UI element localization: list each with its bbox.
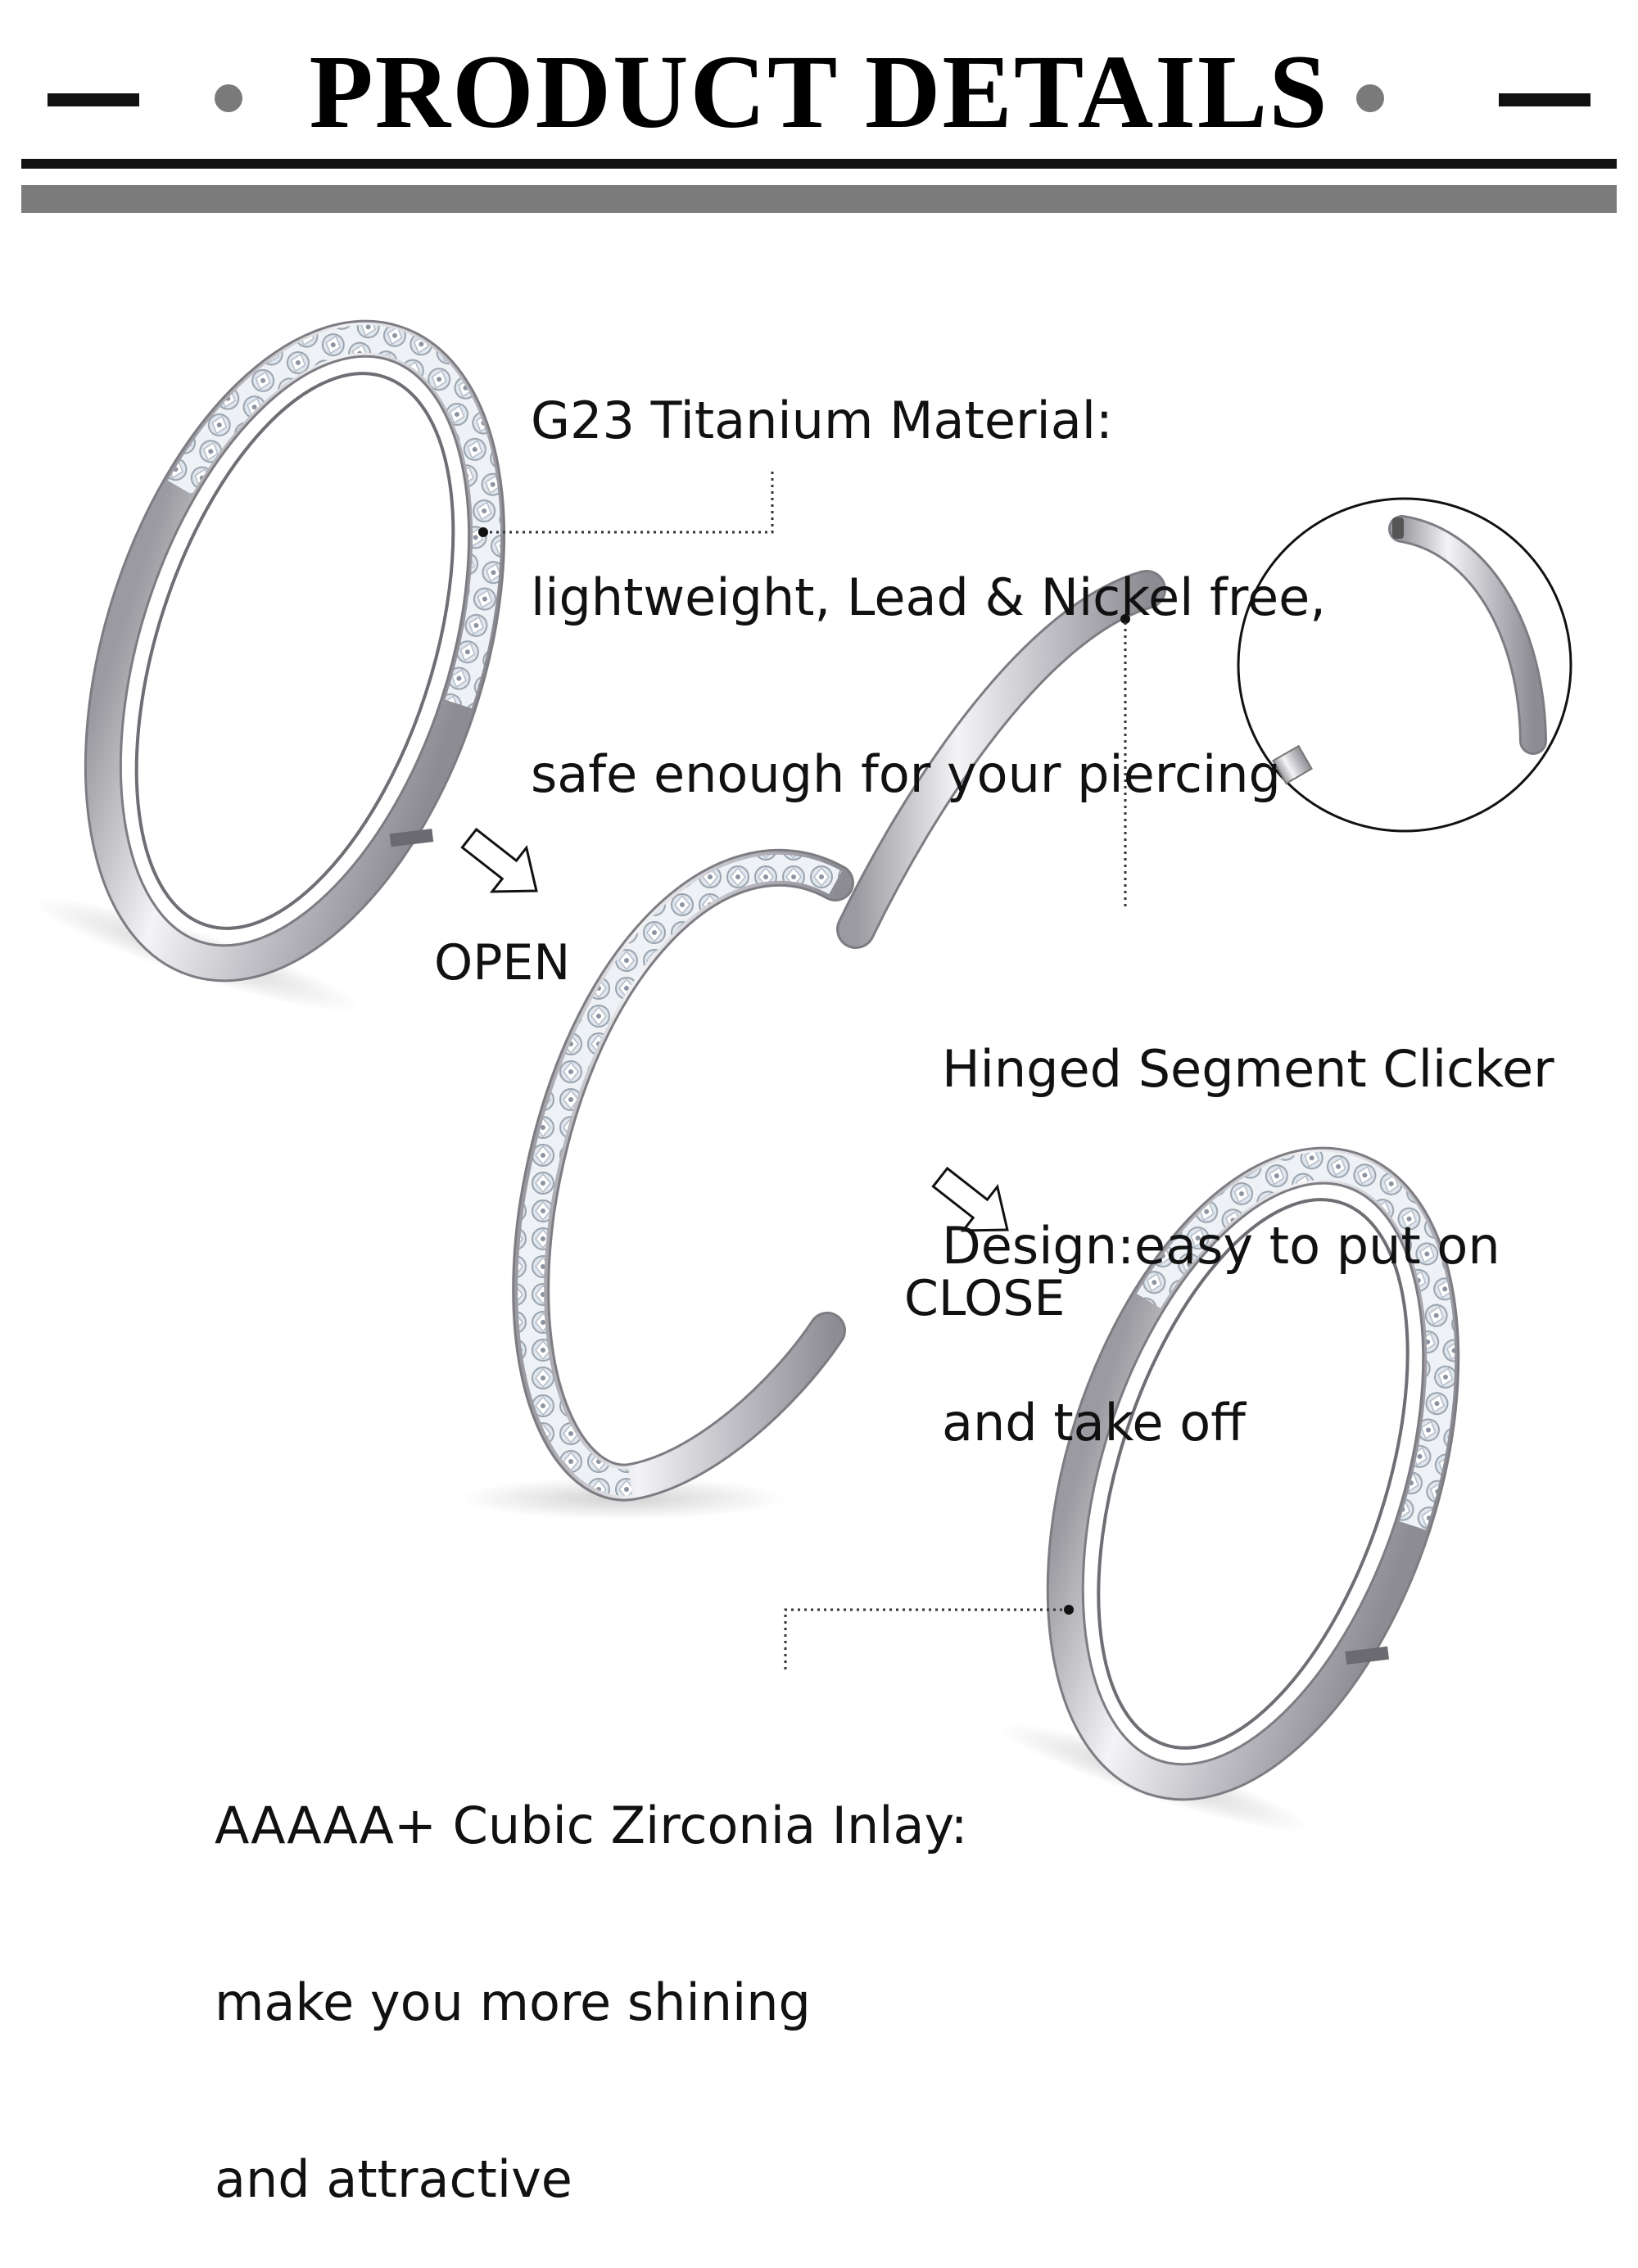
feature-hinge-line1: Hinged Segment Clicker bbox=[942, 1039, 1554, 1099]
ring-open-center bbox=[459, 570, 1166, 1520]
feature-titanium-line3: safe enough for your piercing bbox=[531, 744, 1281, 804]
feature-hinge: Hinged Segment Clicker Design:easy to pu… bbox=[942, 922, 1554, 1511]
header-rule-gray bbox=[21, 185, 1617, 213]
feature-titanium-line2: lightweight, Lead & Nickel free, bbox=[531, 567, 1326, 627]
header-dash-left bbox=[48, 93, 139, 106]
page-title: PRODUCT DETAILS bbox=[309, 34, 1329, 150]
arrow-icon bbox=[931, 1166, 1009, 1232]
feature-zirconia: AAAAA+ Cubic Zirconia Inlay: make you mo… bbox=[215, 1678, 968, 2268]
feature-zirconia-line3: and attractive bbox=[215, 2149, 572, 2209]
header-dash-right bbox=[1499, 93, 1590, 106]
feature-zirconia-line2: make you more shining bbox=[215, 1972, 811, 2032]
product-illustration bbox=[32, 319, 1572, 1832]
header-dot-right bbox=[1356, 84, 1384, 112]
callout-lines bbox=[483, 468, 1127, 1670]
arrow-icon bbox=[460, 827, 538, 893]
header-rule-dark bbox=[21, 159, 1617, 169]
feature-titanium-line1: G23 Titanium Material: bbox=[531, 391, 1113, 450]
ring-closed-bottom bbox=[998, 1146, 1460, 1832]
feature-zirconia-line1: AAAAA+ Cubic Zirconia Inlay: bbox=[215, 1796, 968, 1855]
feature-hinge-line3: and take off bbox=[942, 1393, 1246, 1453]
close-label: CLOSE bbox=[904, 1270, 1066, 1327]
ring-closed-top bbox=[32, 319, 506, 1013]
feature-hinge-line2: Design:easy to put on bbox=[942, 1216, 1500, 1276]
open-label: OPEN bbox=[434, 934, 571, 992]
feature-titanium: G23 Titanium Material: lightweight, Lead… bbox=[531, 273, 1326, 863]
header-dot-left bbox=[215, 84, 242, 112]
detail-circle bbox=[1237, 497, 1572, 833]
